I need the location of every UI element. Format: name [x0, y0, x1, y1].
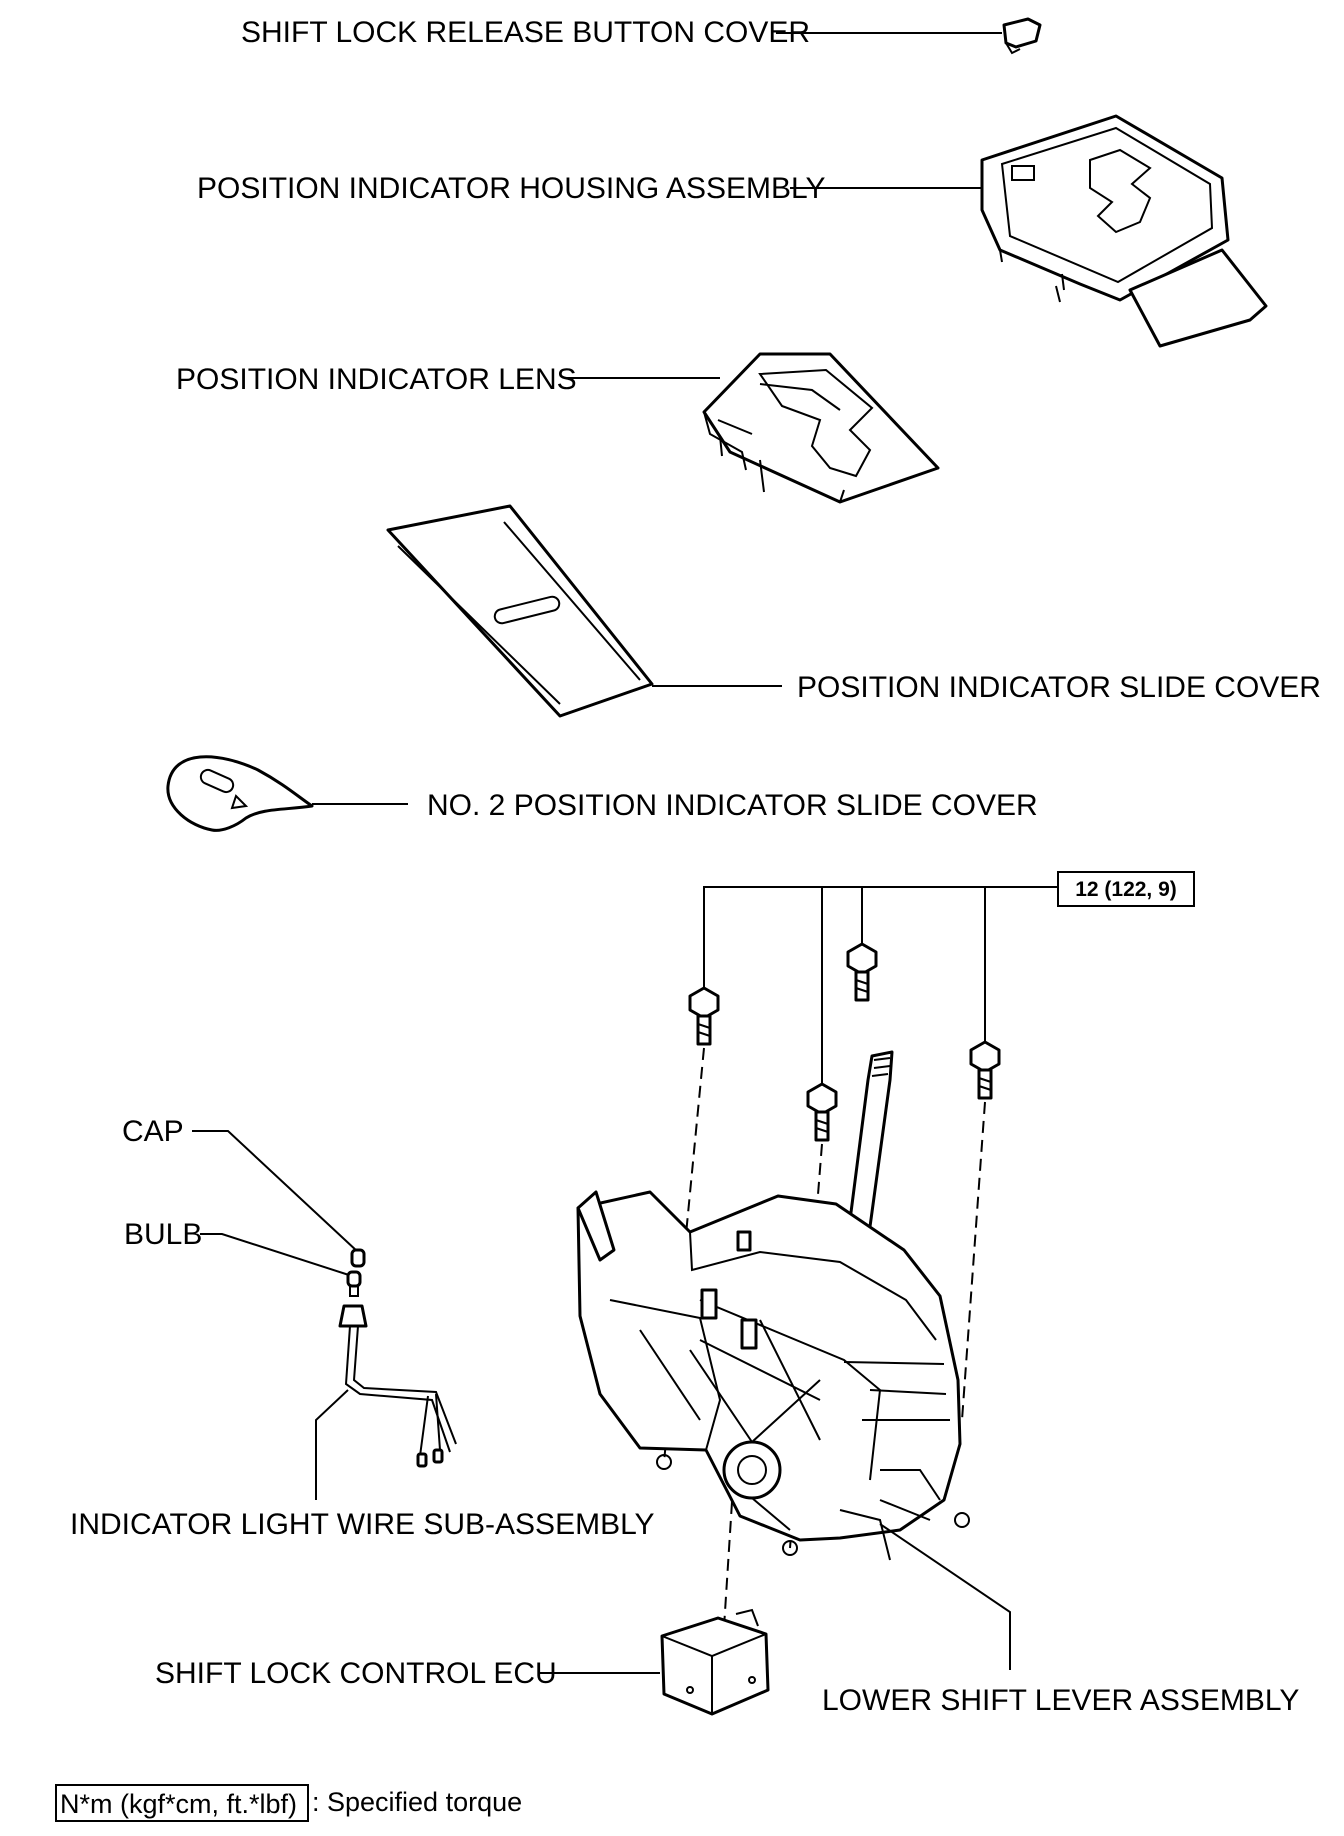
- label-bulb: BULB: [124, 1218, 202, 1251]
- no2-position-indicator-slide-cover-group: NO. 2 POSITION INDICATOR SLIDE COVER: [166, 755, 1038, 832]
- lower-shift-lever-assembly-part: [576, 1050, 970, 1561]
- label-position-indicator-housing-assembly: POSITION INDICATOR HOUSING ASSEMBLY: [197, 172, 825, 205]
- torque-spec-text: 12 (122, 9): [1075, 878, 1177, 901]
- leader-lower-shift-lever-assembly: [879, 1523, 1011, 1670]
- position-indicator-slide-cover-group: POSITION INDICATOR SLIDE COVER: [386, 504, 1321, 718]
- shift-lock-release-button-cover-group: SHIFT LOCK RELEASE BUTTON COVER: [241, 16, 1042, 55]
- indicator-light-wire-part: [338, 1304, 457, 1468]
- label-position-indicator-lens: POSITION INDICATOR LENS: [176, 363, 577, 396]
- leader-cap: [192, 1130, 359, 1253]
- label-shift-lock-control-ecu: SHIFT LOCK CONTROL ECU: [155, 1657, 557, 1690]
- position-indicator-housing-part: [980, 114, 1268, 348]
- torque-leader-main: [703, 886, 1058, 990]
- legend-description: : Specified torque: [312, 1787, 522, 1817]
- bolt-2: [806, 1082, 838, 1142]
- label-indicator-light-wire-sub-assembly: INDICATOR LIGHT WIRE SUB-ASSEMBLY: [70, 1508, 655, 1541]
- bolt-3: [846, 942, 878, 1002]
- leader-bulb: [200, 1233, 353, 1277]
- shift-lock-release-button-cover-part: [1002, 17, 1042, 49]
- label-no2-position-indicator-slide-cover: NO. 2 POSITION INDICATOR SLIDE COVER: [427, 789, 1038, 822]
- label-lower-shift-lever-assembly: LOWER SHIFT LEVER ASSEMBLY: [822, 1684, 1299, 1717]
- position-indicator-lens-group: POSITION INDICATOR LENS: [176, 352, 940, 504]
- shift-lock-control-ecu-part: [660, 1608, 770, 1716]
- cap-part: [350, 1248, 366, 1268]
- position-indicator-housing-group: POSITION INDICATOR HOUSING ASSEMBLY: [197, 114, 1268, 348]
- torque-spec-group: 12 (122, 9): [703, 871, 1195, 1084]
- label-shift-lock-release-button-cover: SHIFT LOCK RELEASE BUTTON COVER: [241, 16, 810, 49]
- position-indicator-slide-cover-part: [386, 504, 654, 718]
- label-cap: CAP: [122, 1115, 184, 1148]
- bulb-part: [346, 1270, 362, 1288]
- bolt-1: [688, 986, 720, 1046]
- label-position-indicator-slide-cover: POSITION INDICATOR SLIDE COVER: [797, 671, 1321, 704]
- indicator-light-group: CAP BULB INDICATOR LIGHT WIRE SUB-ASSEMB…: [70, 1115, 655, 1541]
- torque-spec-box: [1057, 871, 1195, 907]
- bolt-4: [969, 1040, 1001, 1100]
- position-indicator-lens-part: [702, 352, 940, 504]
- no2-position-indicator-slide-cover-part: [166, 755, 314, 832]
- legend-box: [55, 1784, 309, 1822]
- legend-box-text: N*m (kgf*cm, ft.*lbf): [60, 1789, 297, 1819]
- lower-shift-lever-assembly-group: LOWER SHIFT LEVER ASSEMBLY: [576, 1050, 1299, 1717]
- leader-indicator-light-wire: [315, 1389, 349, 1500]
- legend: N*m (kgf*cm, ft.*lbf) : Specified torque: [55, 1784, 522, 1822]
- shift-lock-control-ecu-group: SHIFT LOCK CONTROL ECU: [155, 1608, 770, 1716]
